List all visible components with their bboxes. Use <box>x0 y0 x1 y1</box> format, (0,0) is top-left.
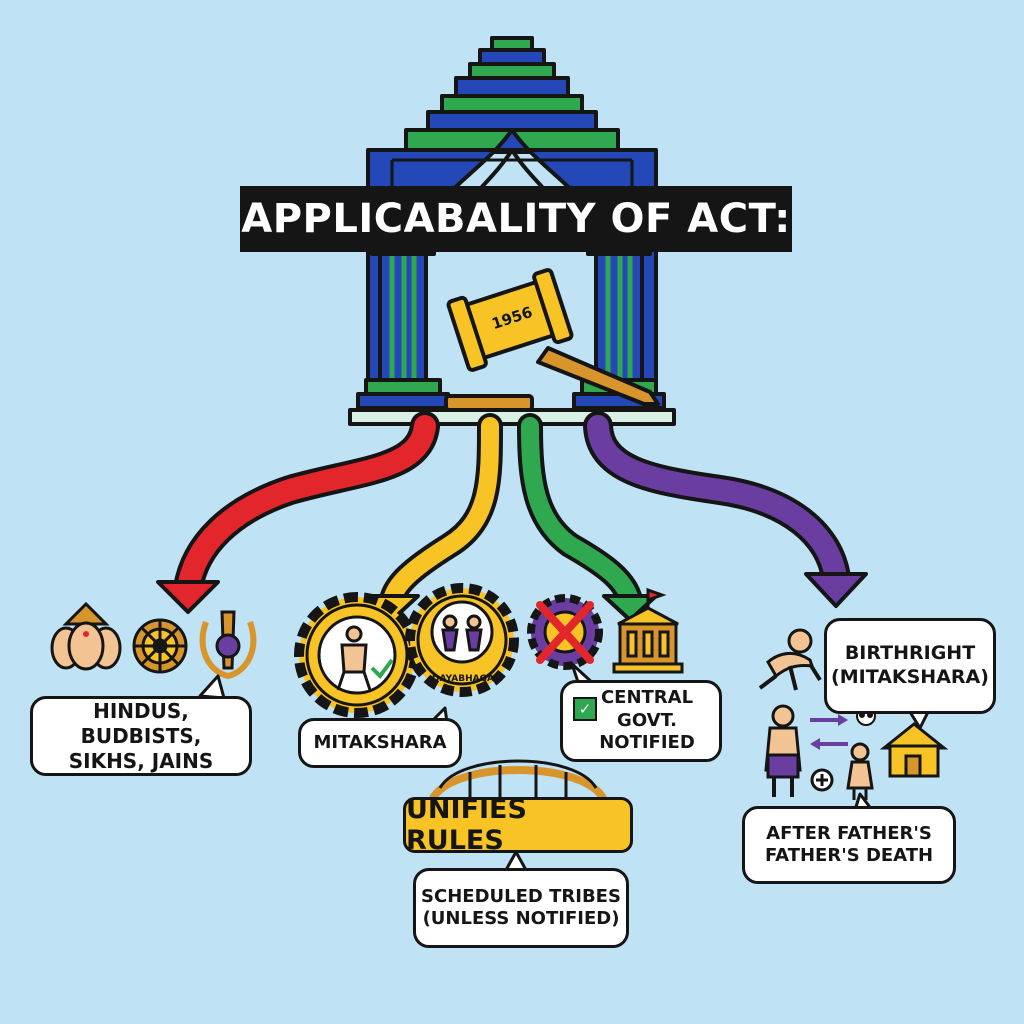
child-icon <box>846 742 874 800</box>
page-title: APPLICABALITY OF ACT: <box>240 186 792 252</box>
unifies-rules-badge: UNIFIES RULES <box>403 794 633 856</box>
bridge-icon <box>428 759 608 803</box>
red-arrow <box>173 411 440 603</box>
crossed-gear-icon <box>527 594 603 670</box>
gear-person-icon <box>294 592 420 718</box>
father-figure-icon <box>764 704 802 797</box>
khanda-icon <box>199 610 257 680</box>
check-icon: ✓ <box>573 697 597 721</box>
central-govt-text: CENTRAL GOVT. NOTIFIED <box>599 687 695 754</box>
bubble-birthright: BIRTHRIGHT (MITAKSHARA) <box>824 618 996 714</box>
gavel-icon <box>444 268 660 412</box>
house-icon <box>879 722 949 778</box>
bubble-after-fathers-death: AFTER FATHER'S FATHER'S DEATH <box>742 806 956 884</box>
arrows <box>156 411 868 622</box>
transfer-arrows <box>810 714 848 750</box>
crawling-baby-icon <box>758 628 822 691</box>
purple-arrow <box>583 411 851 593</box>
bubble-mitakshara: MITAKSHARA <box>298 718 462 768</box>
deity-faces-icon <box>50 601 122 671</box>
gear-couple-icon <box>405 583 519 697</box>
government-building-icon <box>612 587 684 674</box>
bubble-scheduled-tribes: SCHEDULED TRIBES (UNLESS NOTIFIED) <box>413 868 629 948</box>
plus-circle-icon <box>810 768 834 792</box>
bubble-central-govt: ✓ CENTRAL GOVT. NOTIFIED <box>560 680 722 762</box>
dayabhaga-gear-label: DAYABHAGA <box>432 674 494 684</box>
bubble-hindus: HINDUS, BUDBISTS, SIKHS, JAINS <box>30 696 252 776</box>
dharma-wheel-icon <box>132 618 188 674</box>
